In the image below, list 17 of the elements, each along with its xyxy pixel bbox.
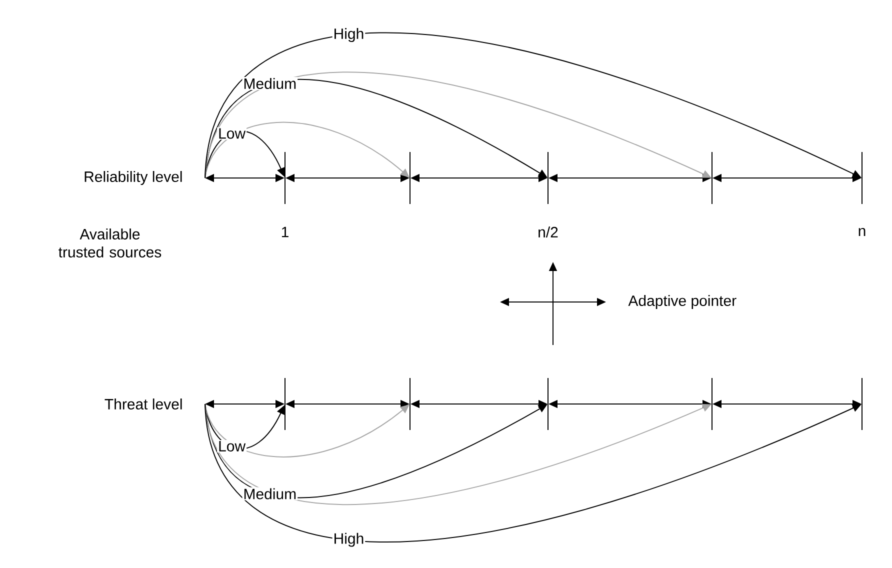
axis-title: Reliability level — [84, 171, 182, 185]
pointer-label: Adaptive pointer — [628, 295, 736, 309]
tick-label: n — [858, 228, 866, 236]
edge-label: Low — [217, 440, 247, 452]
axis-title: Threat level — [104, 398, 182, 410]
tick-mark — [284, 152, 286, 204]
tick-label: n/2 — [538, 226, 558, 238]
edge-label: Medium — [242, 487, 298, 500]
curved-arrow — [204, 404, 410, 458]
edge-label: Low — [217, 127, 247, 140]
axis-title: Available trusted sources — [58, 228, 162, 258]
edge-label: High — [332, 27, 366, 44]
tick-mark — [284, 378, 286, 430]
tick-label: 1 — [282, 226, 288, 238]
curved-arrow — [204, 122, 410, 178]
edge-label: High — [332, 532, 366, 548]
edge-label: Medium — [242, 76, 298, 90]
